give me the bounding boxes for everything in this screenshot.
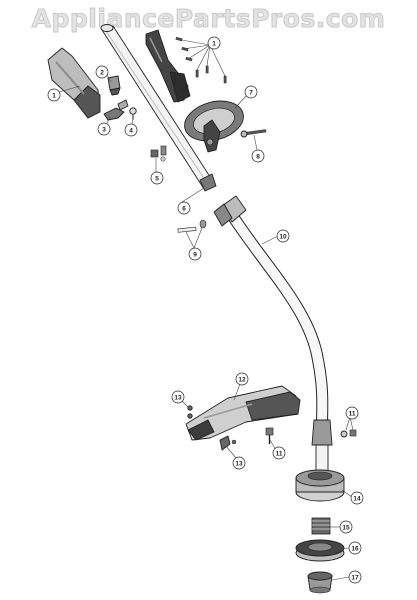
shaft-bolts <box>265 427 357 444</box>
svg-text:6: 6 <box>182 205 186 212</box>
callout-7: 7 <box>244 85 258 99</box>
svg-text:15: 15 <box>342 524 350 531</box>
svg-text:13: 13 <box>174 394 182 401</box>
guard-screws <box>187 405 237 451</box>
callout-15: 15 <box>339 520 353 534</box>
coupler-pin <box>177 219 207 233</box>
callout-1b: 1 <box>207 36 221 50</box>
callout-11b: 11 <box>272 446 286 460</box>
svg-text:1: 1 <box>52 92 56 99</box>
spring-part <box>129 107 137 120</box>
callout-11a: 11 <box>345 406 359 420</box>
callout-13b: 13 <box>232 456 246 470</box>
spool-housing <box>295 469 345 502</box>
callout-16: 16 <box>348 541 362 555</box>
svg-text:16: 16 <box>351 545 359 552</box>
callout-labels: 1 1 2 3 4 7 8 6 <box>47 36 364 584</box>
svg-text:13: 13 <box>235 460 243 467</box>
bump-knob <box>307 571 333 594</box>
callout-10: 10 <box>276 229 290 243</box>
svg-text:9: 9 <box>193 251 197 258</box>
callout-6: 6 <box>177 201 191 215</box>
trigger-switch <box>107 75 121 96</box>
callout-4: 4 <box>124 123 138 137</box>
watermark-logo: AppliancePartsPros.com <box>31 4 386 34</box>
svg-text:3: 3 <box>102 126 106 133</box>
assist-handle-guard <box>184 100 244 153</box>
trigger-lever <box>103 99 129 121</box>
guard-bolt <box>240 129 267 138</box>
trimmer-guard <box>185 385 301 441</box>
callout-9: 9 <box>188 247 202 261</box>
svg-text:8: 8 <box>256 153 260 160</box>
svg-text:11: 11 <box>349 410 356 417</box>
callout-12: 12 <box>235 372 249 386</box>
callout-14: 14 <box>350 491 364 505</box>
callout-1: 1 <box>47 88 61 102</box>
lower-curved-shaft <box>213 195 333 479</box>
svg-text:17: 17 <box>351 574 359 581</box>
knob-and-nut <box>150 145 167 162</box>
svg-text:14: 14 <box>353 495 361 502</box>
svg-text:10: 10 <box>279 233 287 240</box>
upper-shaft <box>100 24 217 192</box>
svg-text:5: 5 <box>155 175 159 182</box>
svg-text:4: 4 <box>129 127 133 134</box>
svg-text:11: 11 <box>276 450 283 457</box>
callout-17: 17 <box>348 570 362 584</box>
svg-text:7: 7 <box>249 89 253 96</box>
svg-text:12: 12 <box>238 376 246 383</box>
callout-8: 8 <box>251 149 265 163</box>
svg-text:1: 1 <box>212 40 216 47</box>
callout-13a: 13 <box>171 390 185 404</box>
leader-lines <box>58 38 354 581</box>
callout-5: 5 <box>150 171 164 185</box>
handle-assembly <box>47 29 227 119</box>
line-spool <box>295 539 345 562</box>
spool-spring <box>311 517 331 535</box>
svg-text:2: 2 <box>100 69 104 76</box>
callout-2: 2 <box>95 65 109 79</box>
callout-3: 3 <box>97 122 111 136</box>
